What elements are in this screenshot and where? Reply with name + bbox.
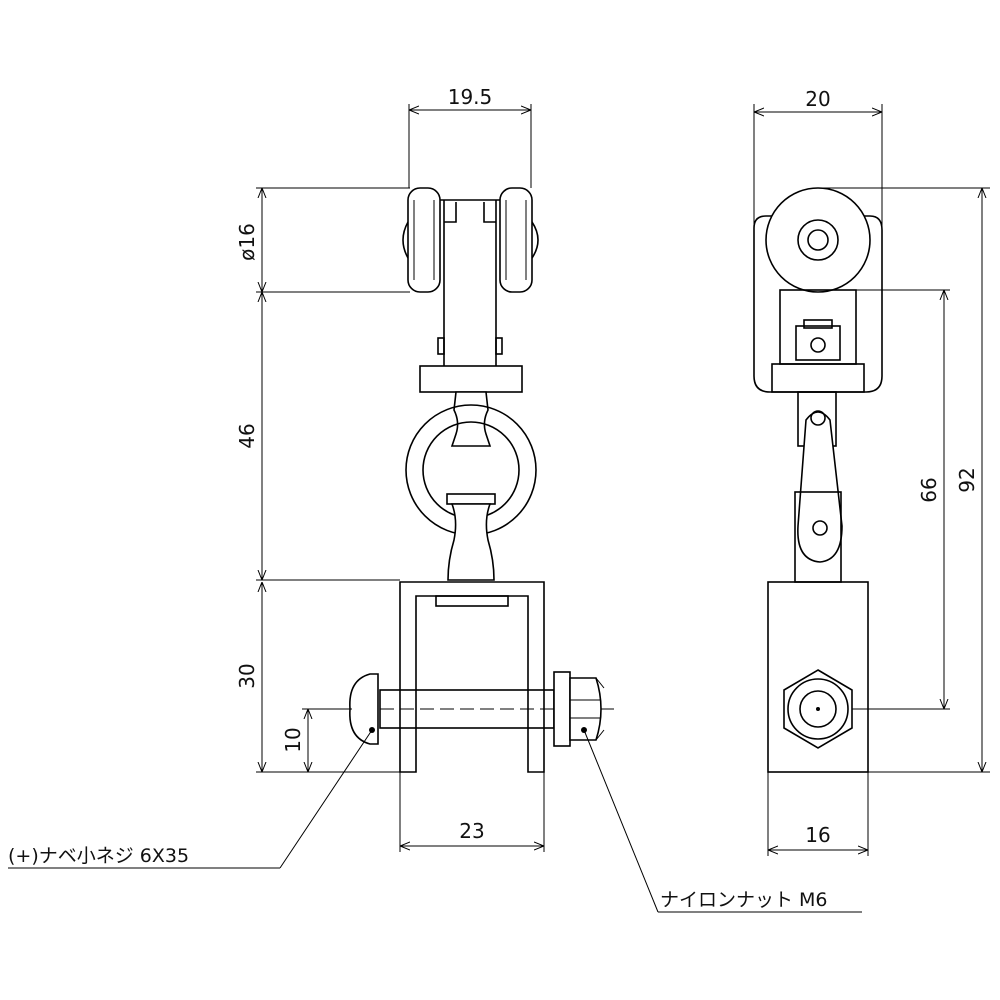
callout-nut: ナイロンナット M6 <box>660 889 828 911</box>
dimension-lines <box>8 104 990 913</box>
side-view <box>753 187 883 773</box>
roller-stem <box>440 199 500 368</box>
right-wheel <box>499 187 533 293</box>
left-wheel <box>407 187 441 293</box>
dim-overall-height: 92 <box>955 467 979 492</box>
side-block <box>767 581 869 773</box>
dim-bolt-offset: 10 <box>281 727 305 752</box>
swivel-flange <box>419 365 523 393</box>
side-roller <box>765 187 871 293</box>
side-nut-hex <box>783 669 853 749</box>
nylon-nut <box>553 671 571 747</box>
dim-roller-to-bolt: 66 <box>917 477 941 502</box>
dim-wheel-diameter: ø16 <box>235 223 259 261</box>
side-link <box>797 411 843 563</box>
screw-head <box>349 673 379 745</box>
u-bracket <box>399 581 545 773</box>
dim-bracket-width: 23 <box>459 819 484 843</box>
front-view <box>349 187 614 773</box>
dim-bracket-height: 30 <box>235 663 259 688</box>
side-housing <box>753 215 883 393</box>
dim-wheel-spacing: 19.5 <box>448 85 493 109</box>
dim-swivel-height: 46 <box>235 423 259 448</box>
callout-screw: (+)ナベ小ネジ 6X35 <box>8 845 189 867</box>
dim-block-width: 16 <box>805 823 830 847</box>
dim-side-width: 20 <box>805 87 830 111</box>
